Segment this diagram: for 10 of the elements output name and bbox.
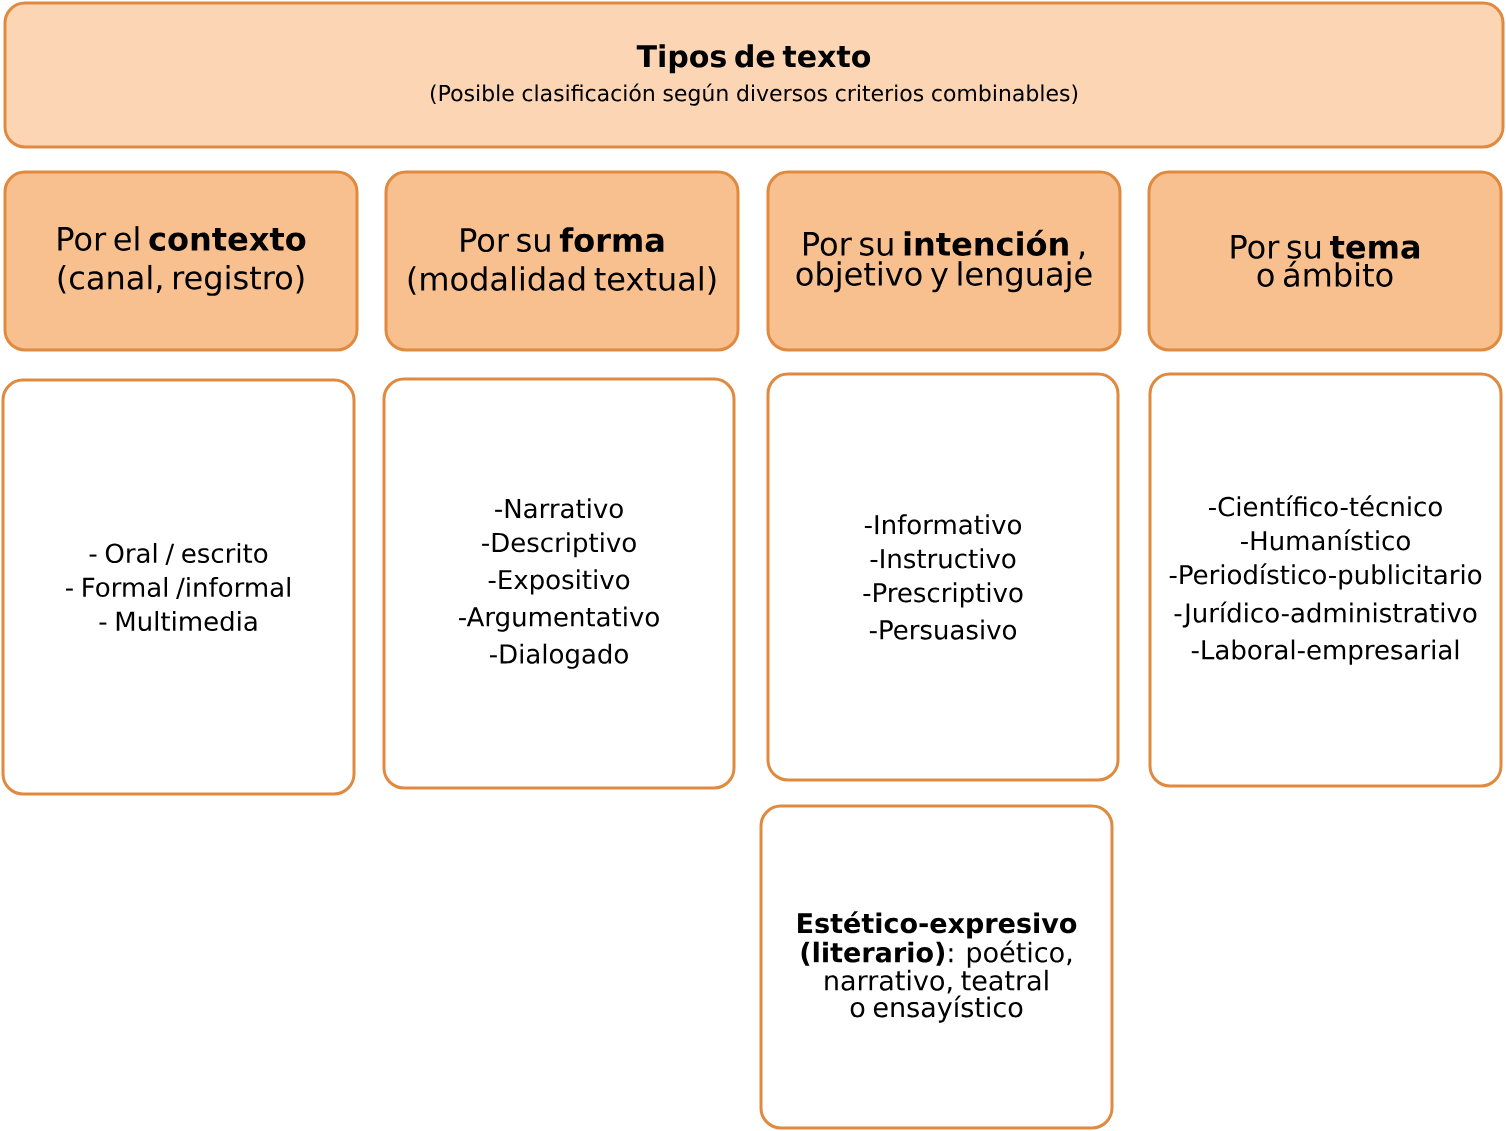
category-box: Por el contexto (canal, registro) bbox=[3, 170, 359, 352]
content-box: -Informativo -Instructivo -Prescriptivo -Persuasivo bbox=[766, 372, 1120, 782]
title-box: Tipos de texto (Posible clasificación según diversos criterios combinables) bbox=[3, 1, 1505, 149]
content-box: - Oral / escrito - Formal /informal - Multimedia bbox=[1, 378, 356, 796]
content-box: -Científico-técnico -Humanístico -Periodístico-publicitario -Jurídico-administrativo -Laboral-empresarial bbox=[1148, 372, 1503, 788]
category-box: Por su intención , objetivo y lenguaje bbox=[766, 170, 1122, 352]
content-box: Estético-expresivo (literario): poético, narrativo, teatral o ensayístico bbox=[759, 804, 1114, 1130]
category-box: Por su tema o ámbito bbox=[1147, 170, 1503, 352]
content-box: -Narrativo -Descriptivo -Expositivo -Argumentativo -Dialogado bbox=[382, 377, 736, 790]
category-box: Por su forma (modalidad textual) bbox=[384, 170, 740, 352]
